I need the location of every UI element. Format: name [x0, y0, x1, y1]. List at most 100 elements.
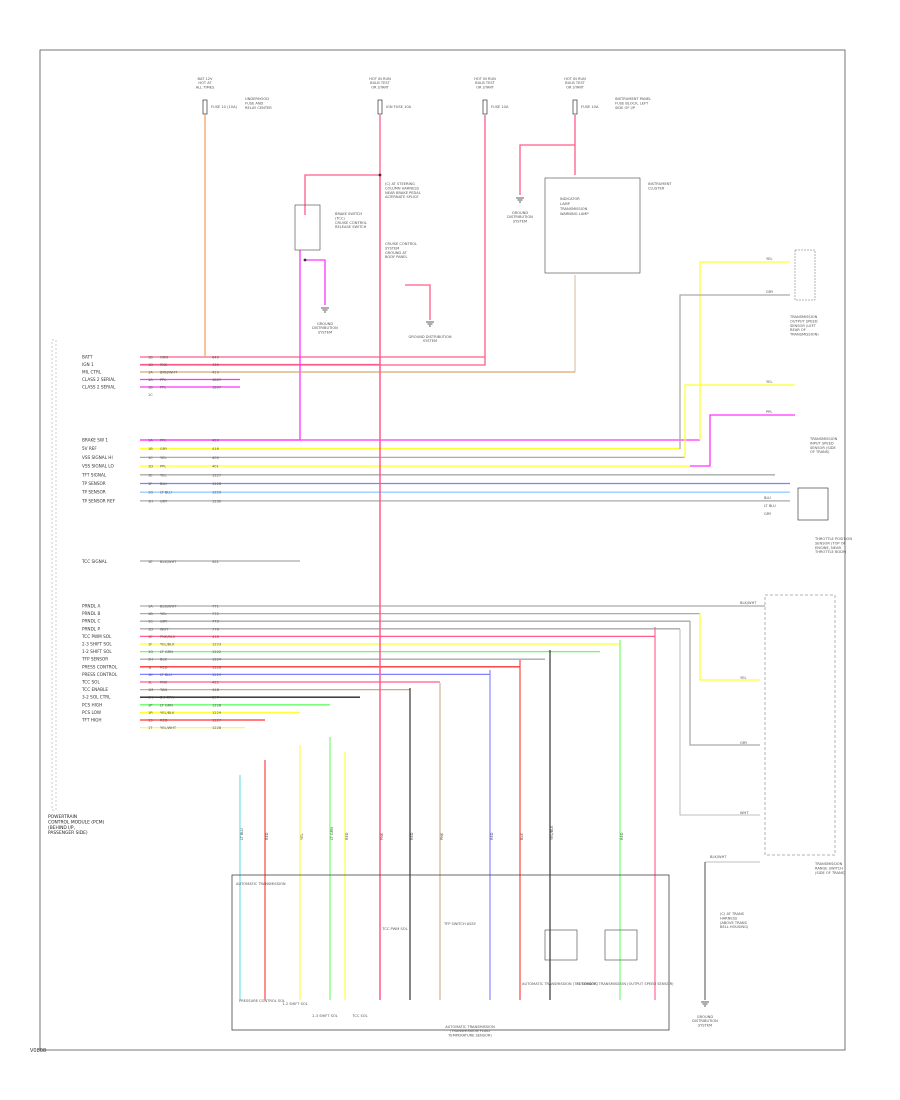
pcm-pin-name: PRNDL C	[82, 619, 100, 624]
splice-note: (C) AT STEERING	[385, 182, 415, 186]
pcm-pin-number: 1F	[148, 482, 152, 486]
pcm-pin-name: 5V REF	[82, 446, 97, 451]
source-note: INSTRUMENT PANEL	[615, 97, 651, 101]
input-speed-lo-wire	[690, 414, 795, 467]
range-switch-label: (SIDE OF TRANS)	[815, 871, 846, 875]
range-switch-wire-label: YEL	[740, 676, 746, 680]
tp-sensor-label: SENSOR (TOP OF	[815, 541, 846, 545]
input-speed-label: OF TRANS)	[810, 450, 830, 454]
pcm-circuit-number: 1228	[212, 726, 222, 730]
pcm-pin-name: TFT SIGNAL	[81, 472, 107, 477]
tp-sensor-label: THROTTLE POSITION	[814, 537, 852, 541]
pcm-pin-number: 1D	[148, 465, 153, 469]
transmission-sub-label: 1-2 SHIFT SOL	[282, 1002, 308, 1006]
vss-wire-label: YEL	[766, 257, 772, 261]
brake-switch-note: (TCC)	[335, 216, 345, 220]
transmission-wire-code: RED	[620, 832, 624, 840]
pcm-circuit-number: 771	[212, 605, 219, 609]
transmission-sub-label: AUTOMATIC TRANSMISSION (TFT SENSOR)	[522, 982, 599, 986]
ground-symbol	[426, 321, 434, 327]
pcm-pin-number: 1G	[148, 491, 153, 495]
pcm-label: CONTROL MODULE (PCM)	[48, 819, 105, 825]
splice-dot	[303, 258, 307, 262]
source-hot-label: HOT AT	[198, 81, 212, 85]
transmission-sub-label: PRESSURE CONTROL SOL	[239, 999, 285, 1003]
pcm-pin-name: TCC ENABLE	[81, 687, 108, 692]
pcm-pin-name: PRNDL P	[82, 626, 100, 631]
pcm-circuit-number: 1229	[212, 711, 222, 715]
pcm-pin-name: MIL CTRL	[82, 370, 102, 375]
pcm-circuit-number: 1807	[212, 386, 221, 390]
pcm-pin-number: 1J	[148, 665, 151, 669]
input-speed-wire-label: PPL	[766, 410, 772, 414]
transmission-wire-code: LT GRN	[330, 827, 334, 840]
pcm-circuit-number: 1227	[212, 719, 221, 723]
range-switch-box	[764, 594, 836, 856]
pcm-wire-color: PNK/BLK	[160, 635, 176, 639]
cruise-splice-wire	[405, 284, 431, 320]
pcm-pin-name: BATT	[82, 355, 93, 360]
fuse-label: IGN FUSE 10A	[386, 105, 412, 109]
splice-note: ALTERNATE SPLICE	[385, 195, 419, 199]
pcm-circuit-number: 1222	[212, 650, 221, 654]
trans-harness-note: (C) AT TRANS	[720, 912, 745, 916]
range-switch-wire-label: WHT	[740, 811, 749, 815]
pcm-pin-name: PRESS CONTROL	[82, 672, 118, 677]
source-hot-label: BULB TEST	[475, 81, 495, 85]
pcm-circuit-number: 401	[212, 465, 219, 469]
indicator-return-wire	[140, 275, 576, 373]
pcm-circuit-number: 1224	[212, 658, 222, 662]
pcm-circuit-number: 418	[212, 688, 220, 692]
source-note: FUSE AND	[245, 101, 264, 105]
transmission-wire-code: RED	[410, 832, 414, 840]
transmission-sub-label: TCC SOL	[351, 1014, 367, 1018]
pcm-circuit-number: 1230	[212, 499, 222, 503]
pcm-wire-color: BLK	[160, 658, 167, 662]
tp-sensor-label: THROTTLE BODY)	[814, 550, 847, 554]
pcm-pin-number: 1A	[148, 605, 153, 609]
pcm-wire-color: LT GRN	[160, 650, 173, 654]
pcm-circuit-number: 897	[212, 696, 219, 700]
ground-symbol	[321, 307, 329, 313]
pcm-wire-color: BLK/WHT	[160, 605, 177, 609]
input-speed-label: TRANSMISSION	[809, 437, 838, 441]
pcm-circuit-number: 1229	[212, 673, 222, 677]
range-switch-bottom-label: BLK/WHT	[710, 855, 727, 859]
pcm-pin-number: 1L	[148, 681, 152, 685]
ground-relay-note: DISTRIBUTION	[507, 215, 533, 219]
components-layer	[51, 99, 836, 1031]
pcm-pin-number: 1D	[148, 627, 153, 631]
ground-symbol	[701, 1001, 709, 1007]
pcm-pin-number: 1H	[148, 499, 153, 503]
indicator-note: TRANSMISSION	[559, 207, 588, 211]
fuse-symbol	[482, 99, 488, 115]
pcm-wire-color: BLU	[160, 482, 167, 486]
pcm-pin-number: 1D	[148, 363, 153, 367]
pcm-pin-name: CLASS 2 SERIAL	[82, 385, 116, 390]
pcm-circuit-number: 1228	[212, 703, 222, 707]
ground-symbol	[516, 197, 524, 203]
vss-label: TRANSMISSION)	[789, 333, 819, 337]
pcm-pin-number: 1B	[148, 447, 153, 451]
pcm-pin-number: 1E	[148, 560, 153, 564]
range-switch-c-wire	[689, 621, 760, 746]
pcm-wire-color: YEL	[160, 456, 166, 460]
tp-sensor-label: ENGINE, NEAR	[815, 546, 841, 550]
pcm-wire-color: PPL	[160, 439, 166, 443]
range-switch-label: TRANSMISSION	[814, 862, 843, 866]
pcm-pin-number: 1T	[148, 726, 153, 730]
pcm-pin-number: 1C	[148, 393, 153, 397]
splice-note: COLUMN HARNESS	[385, 186, 420, 190]
pcm-wire-color: GRY	[160, 447, 168, 451]
source-hot-label: BULB TEST	[565, 81, 585, 85]
pcm-circuit-number: 776	[212, 627, 220, 631]
pcm-label: PASSENGER SIDE)	[48, 830, 88, 836]
pcm-circuit-number: 1807	[212, 378, 221, 382]
transmission-sub-label: TCC PWM SOL	[381, 927, 407, 931]
pcm-pin-name: VSS SIGNAL HI	[82, 455, 113, 460]
vss-wire-label: GRY	[766, 290, 774, 294]
pcm-pin-number: 1A	[148, 371, 153, 375]
pcm-wire-color: LT BLU	[160, 491, 172, 495]
